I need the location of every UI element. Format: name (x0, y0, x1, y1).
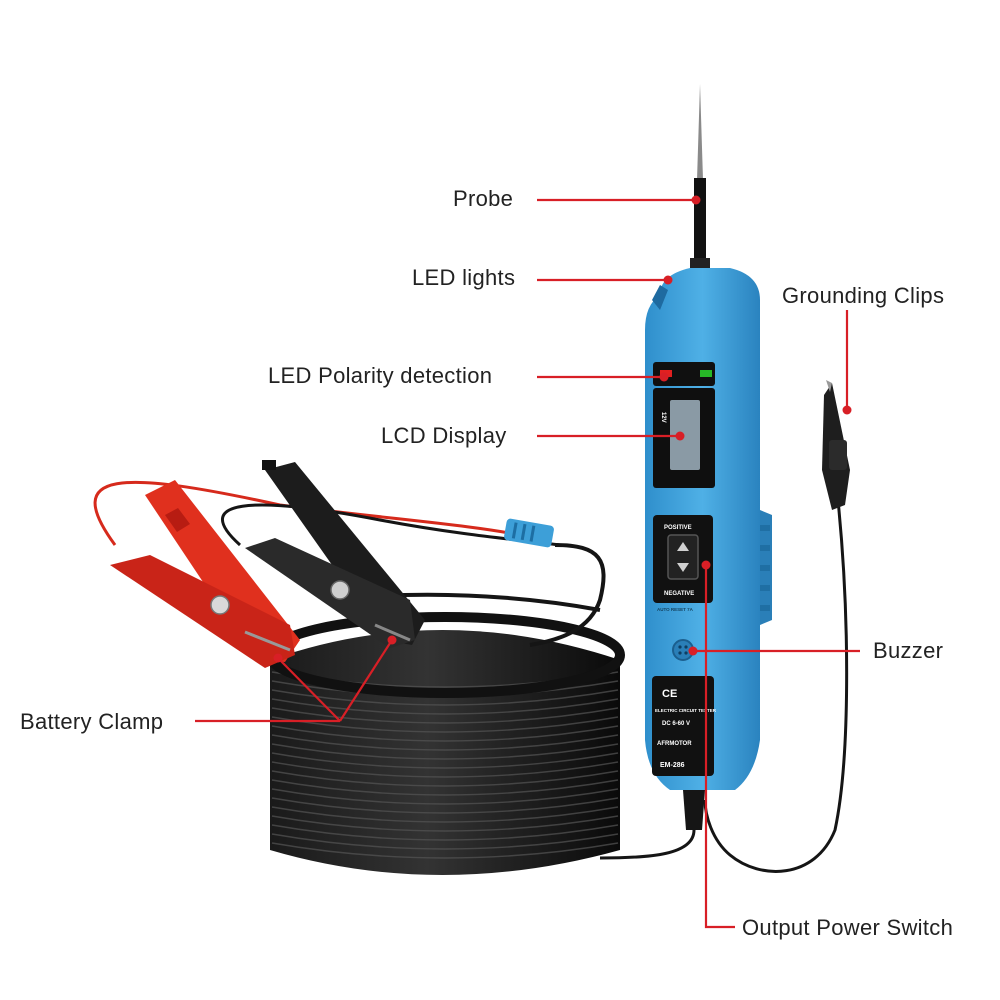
coil-winding (271, 842, 619, 859)
side-mark-text: 12V (660, 412, 666, 423)
battery-clamp-label: Battery Clamp (20, 709, 164, 734)
ce-mark: CE (662, 688, 677, 700)
device-printed-text: POSITIVE NEGATIVE AUTO RESET 7A CE ELECT… (655, 412, 717, 769)
buzzer-label: Buzzer (873, 638, 944, 663)
tester-body (599, 268, 772, 860)
product-line-text: ELECTRIC CIRCUIT TESTER (655, 708, 717, 713)
led-lights-label: LED lights (412, 265, 516, 290)
green-led-icon (700, 370, 712, 377)
black-battery-clamp (245, 460, 425, 648)
output-power-switch-label: Output Power Switch (742, 915, 954, 940)
coil-winding (271, 824, 619, 841)
coil-winding (271, 770, 619, 787)
coil-winding (271, 806, 619, 823)
lcd-display-label: LCD Display (381, 423, 507, 448)
coil-winding (271, 788, 619, 805)
grounding-clip (703, 380, 850, 873)
coil-winding (271, 734, 619, 751)
coil-winding (271, 725, 619, 742)
grounding-clips-label: Grounding Clips (782, 283, 945, 308)
coil-winding (271, 779, 619, 796)
arrow-down-icon (677, 563, 689, 572)
voltage-text: DC 6-60 V (662, 721, 690, 727)
led-polarity-label: LED Polarity detection (268, 363, 493, 388)
cable-coil (265, 612, 625, 875)
brand-text: AFRMOTOR (657, 741, 692, 747)
auto-reset-text: AUTO RESET 7A (657, 607, 694, 612)
led-indicator-panel (653, 362, 715, 386)
red-battery-clamp (110, 480, 300, 668)
wire-connector (504, 518, 554, 548)
label-plate (652, 676, 714, 776)
leader-dots (273, 195, 852, 663)
coil-winding (271, 833, 619, 850)
probe-tip (690, 84, 710, 274)
coil-winding (271, 698, 619, 715)
coil-winding (271, 752, 619, 769)
arrow-up-icon (677, 542, 689, 551)
coil-winding (271, 797, 619, 814)
model-text: EM-286 (660, 762, 685, 769)
coil-winding (271, 815, 619, 832)
coil-winding (271, 707, 619, 724)
coil-winding (271, 743, 619, 760)
negative-text: NEGATIVE (664, 591, 694, 597)
output-power-switch[interactable] (667, 534, 699, 580)
lcd-screen (670, 400, 700, 470)
coil-winding (271, 761, 619, 778)
probe-label: Probe (453, 186, 514, 211)
leader-lines (195, 198, 860, 929)
coil-winding (271, 716, 619, 733)
positive-text: POSITIVE (664, 525, 692, 531)
